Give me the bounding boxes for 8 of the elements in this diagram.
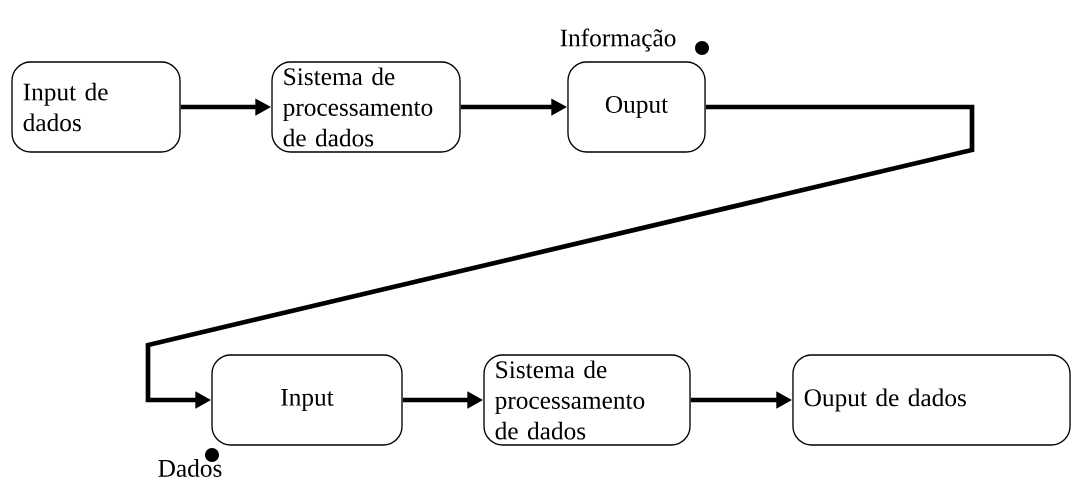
beside-label: Informação <box>560 28 676 52</box>
process-box: Ouput de dados <box>792 354 1071 446</box>
beside-label: Dados <box>158 459 222 477</box>
process-box: Ouput <box>567 61 706 153</box>
process-box: Sistema de processamento de dados <box>271 61 461 153</box>
process-box: Input <box>211 354 403 446</box>
process-box: Input de dados <box>11 61 181 153</box>
process-box: Sistema de processamento de dados <box>483 354 691 446</box>
